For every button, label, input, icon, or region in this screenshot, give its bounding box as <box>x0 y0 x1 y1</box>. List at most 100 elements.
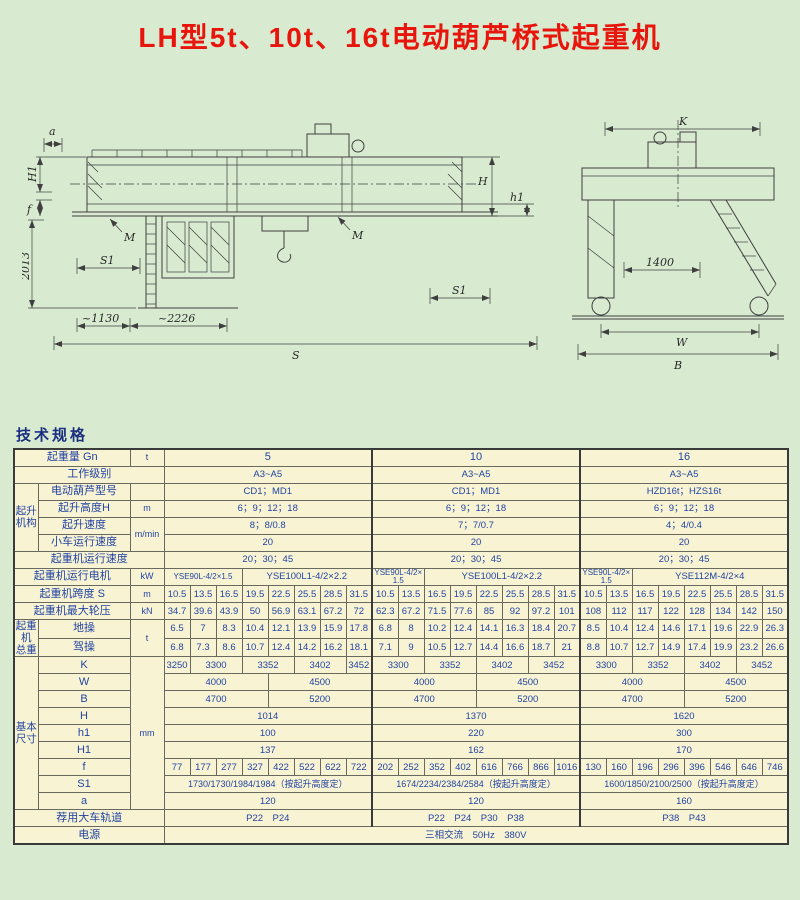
table-cell: 12.4 <box>267 637 295 658</box>
table-cell: A3~A5 <box>163 465 373 484</box>
table-cell: 5200 <box>267 690 373 709</box>
table-cell: 722 <box>345 758 373 777</box>
table-cell: 5 <box>163 448 373 467</box>
table-cell: 18.4 <box>527 619 555 639</box>
table-cell: 25.5 <box>501 585 529 604</box>
unit-cell: t <box>129 448 165 467</box>
table-cell: 5200 <box>683 690 789 709</box>
table-cell: 5200 <box>475 690 581 709</box>
table-cell: 10.5 <box>579 585 607 604</box>
group-label-total-weight: 起重 机 总重 <box>13 619 39 658</box>
unit-cell <box>129 482 165 501</box>
table-cell: 3402 <box>293 656 347 675</box>
table-cell: 10.5 <box>371 585 399 604</box>
table-cell: 4000 <box>371 673 477 692</box>
travel-mechanism <box>306 133 350 158</box>
table-cell: 402 <box>449 758 477 777</box>
table-cell: 6.5 <box>163 619 191 639</box>
table-cell: 43.9 <box>215 602 243 621</box>
table-cell: 14.2 <box>293 637 321 658</box>
table-cell: 7；7/0.7 <box>371 516 581 535</box>
table-cell: A3~A5 <box>579 465 789 484</box>
table-cell: 10.7 <box>605 637 633 658</box>
table-cell: 13.5 <box>397 585 425 604</box>
table-cell: 56.9 <box>267 602 295 621</box>
group-label-base-dims: 基本 尺寸 <box>13 656 39 811</box>
row-crane-motor: 起重机运行电机 kW YSE90L-4/2×1.5 YSE100L1-4/2×2… <box>13 567 789 587</box>
dim-label-S: S <box>292 349 300 362</box>
row-label: 电动葫芦型号 <box>37 482 131 501</box>
table-cell: P22 P24 P30 P38 <box>371 809 581 828</box>
row-label: 起升速度 <box>37 516 131 535</box>
dim-label-h1: h1 <box>510 191 524 204</box>
dim-label-S1-right: S1 <box>452 284 467 297</box>
table-cell: 296 <box>657 758 685 777</box>
table-cell: 28.5 <box>319 585 347 604</box>
table-cell: CD1；MD1 <box>371 482 581 501</box>
table-cell: 101 <box>553 602 581 621</box>
table-cell: 20 <box>163 533 373 552</box>
table-cell: YSE90L-4/2×1.5 <box>371 567 425 587</box>
row-power: 电源 三相交流 50Hz 380V <box>13 826 789 845</box>
row-label: 荐用大车轨道 <box>13 809 165 828</box>
table-cell: 62.3 <box>371 602 399 621</box>
table-cell: 4500 <box>475 673 581 692</box>
table-cell: 34.7 <box>163 602 191 621</box>
table-cell: 4700 <box>371 690 477 709</box>
table-cell: 252 <box>397 758 425 777</box>
page-title: LH型5t、10t、16t电动葫芦桥式起重机 <box>138 22 662 53</box>
table-cell: 14.6 <box>657 619 685 639</box>
table-cell: 3402 <box>475 656 529 675</box>
mark-label-M-left: M <box>123 231 136 244</box>
row-label: 起重机运行速度 <box>13 550 165 569</box>
table-cell: 6；9；12；18 <box>579 499 789 518</box>
table-cell: 28.5 <box>735 585 763 604</box>
table-cell: 13.5 <box>605 585 633 604</box>
table-cell: 31.5 <box>553 585 581 604</box>
row-label: 电源 <box>13 826 165 845</box>
table-cell: 352 <box>423 758 451 777</box>
table-cell: 22.9 <box>735 619 763 639</box>
table-cell: 422 <box>267 758 295 777</box>
row-label: K <box>37 656 131 675</box>
row-label: 起重机运行电机 <box>13 567 131 587</box>
table-cell: 746 <box>761 758 789 777</box>
row-dim-H: H 1014 1370 1620 <box>14 707 789 726</box>
table-cell: 1674/2234/2384/2584（按起升高度定） <box>371 775 581 794</box>
table-cell: 3452 <box>345 656 373 675</box>
table-cell: 28.5 <box>527 585 555 604</box>
row-dim-H1: H1 137 162 170 <box>14 741 789 760</box>
table-cell: 7 <box>189 619 217 639</box>
table-cell: 4500 <box>267 673 373 692</box>
table-cell: 1730/1730/1984/1984（按起升高度定） <box>163 775 373 794</box>
row-dim-B: B 4700 5200 4700 5200 4700 5200 <box>14 690 789 709</box>
table-cell: 1370 <box>371 707 581 726</box>
table-cell: 三相交流 50Hz 380V <box>163 826 789 845</box>
table-cell: 150 <box>761 602 789 621</box>
row-label: f <box>37 758 131 777</box>
table-cell: 177 <box>189 758 217 777</box>
end-view-drawing: K 1400 W B <box>572 115 784 372</box>
table-cell: HZD16t；HZS16t <box>579 482 789 501</box>
hoist-trolley <box>261 215 309 232</box>
row-capacity: 起重量 Gn t 5 10 16 <box>13 448 789 467</box>
dim-label-B: B <box>673 359 682 372</box>
table-cell: 15.9 <box>319 619 347 639</box>
table-cell: 26.3 <box>761 619 789 639</box>
crab <box>647 141 697 169</box>
unit-cell: m <box>129 585 165 604</box>
table-cell: 20.7 <box>553 619 581 639</box>
end-carriage <box>581 167 775 201</box>
table-cell: 3300 <box>579 656 633 675</box>
table-cell: 10.7 <box>241 637 269 658</box>
table-cell: P38 P43 <box>579 809 789 828</box>
row-duty-class: 工作级别 A3~A5 A3~A5 A3~A5 <box>13 465 789 484</box>
table-cell: 3300 <box>189 656 243 675</box>
table-cell: 97.2 <box>527 602 555 621</box>
table-cell: 8.5 <box>579 619 607 639</box>
row-rail: 荐用大车轨道 P22 P24 P22 P24 P30 P38 P38 P43 <box>13 809 789 828</box>
table-cell: 3250 <box>163 656 191 675</box>
table-cell: 19.5 <box>657 585 685 604</box>
dim-label-K: K <box>678 115 688 128</box>
row-label: H <box>37 707 131 726</box>
